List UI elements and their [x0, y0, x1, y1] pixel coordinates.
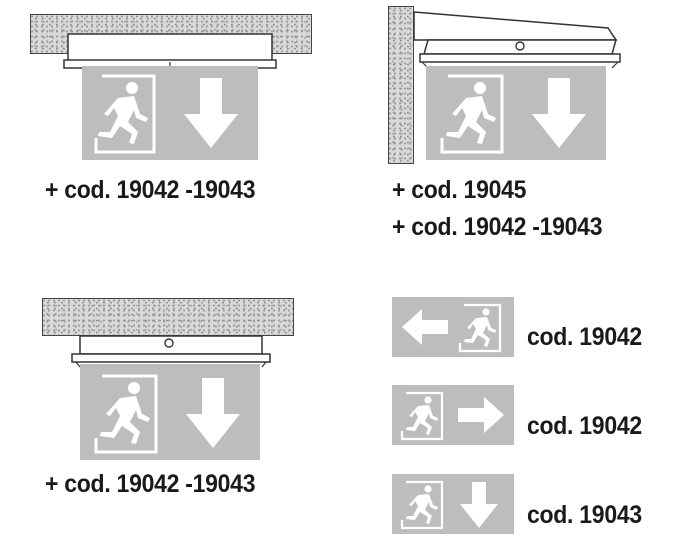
variant-panel-down-arrow: [392, 474, 514, 534]
variant-panel-right-arrow: [392, 385, 514, 445]
exit-sign-panel-top-left: [82, 66, 258, 160]
ceiling-slab-bottom-left: [42, 298, 294, 336]
caption-top-right-line1: + cod. 19045: [392, 176, 527, 204]
variant-code-2: cod. 19042: [527, 412, 642, 440]
running-man-icon: [100, 382, 150, 444]
exit-pictogram: [440, 74, 586, 154]
right-arrow-icon: [458, 397, 504, 433]
exit-pictogram: [94, 74, 238, 154]
running-man-icon: [98, 82, 148, 144]
running-man-icon: [406, 396, 438, 435]
exit-sign-panel-top-right: [426, 66, 606, 160]
wall-bracket-fixture: [413, 11, 621, 69]
variant-panel-left-arrow: [392, 297, 514, 357]
wall-slab-top-right: [388, 6, 414, 164]
down-arrow-icon: [460, 482, 498, 528]
down-arrow-icon: [184, 78, 238, 148]
left-arrow-icon: [402, 309, 448, 345]
running-man-icon: [464, 308, 496, 347]
exit-pictogram: [94, 374, 240, 454]
down-arrow-icon: [532, 78, 586, 148]
caption-bottom-left: + cod. 19042 -19043: [45, 470, 256, 498]
running-man-icon: [406, 485, 438, 524]
running-man-icon: [446, 82, 496, 144]
down-arrow-icon: [186, 378, 240, 448]
caption-top-right-line2: + cod. 19042 -19043: [392, 213, 603, 241]
caption-top-left: + cod. 19042 -19043: [45, 176, 256, 204]
exit-sign-panel-bottom-left: [80, 364, 260, 460]
variant-code-3: cod. 19043: [527, 501, 642, 529]
ceiling-fixture-bottom-left: [71, 335, 271, 368]
variant-code-1: cod. 19042: [527, 323, 642, 351]
